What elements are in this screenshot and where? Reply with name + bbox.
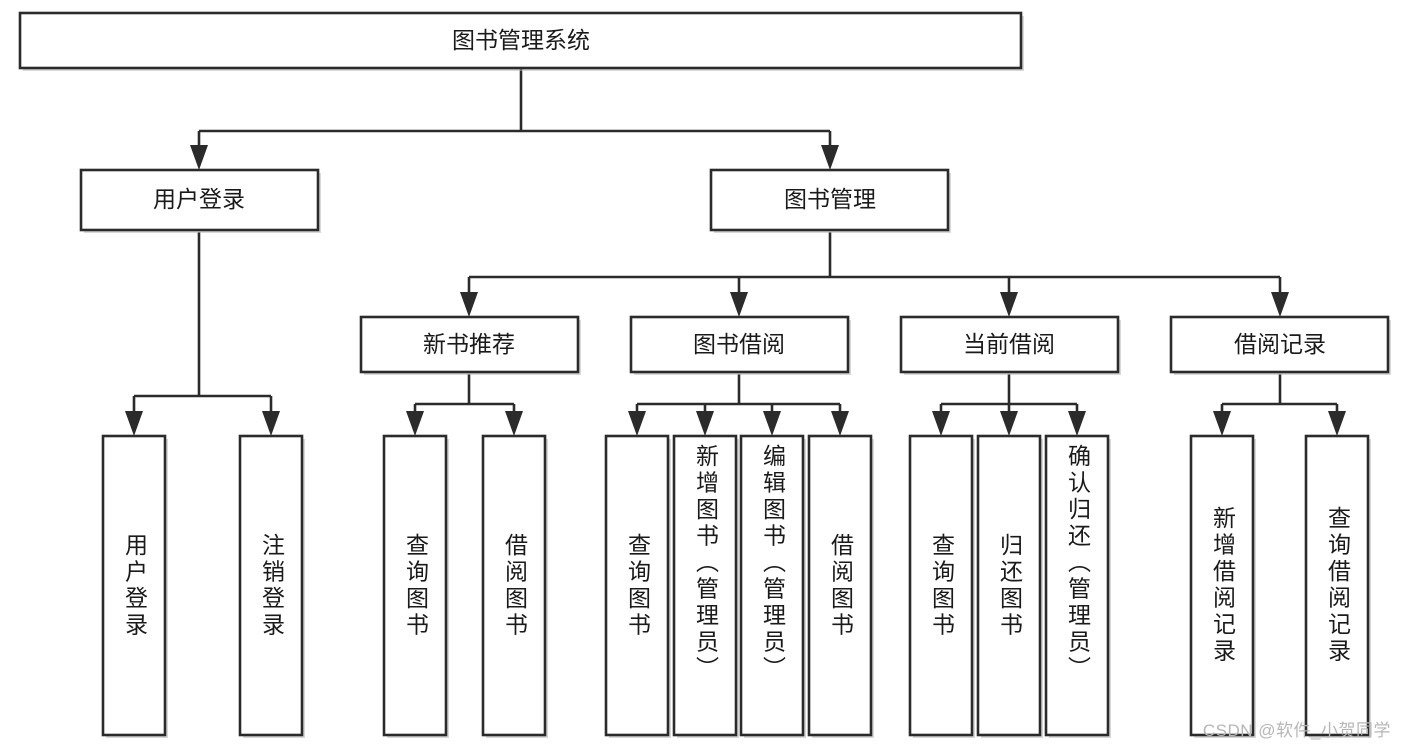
arrowhead-new-book-rec — [460, 292, 478, 317]
leaf-confirm-return-box[interactable] — [1044, 434, 1110, 737]
node-root[interactable]: 图书管理系统 — [18, 11, 1024, 71]
arrowhead-book-borrow — [730, 292, 748, 317]
arrowhead-leaf-logout — [262, 411, 280, 436]
csdn-watermark: CSDN @软件_小贺同学 — [1202, 721, 1391, 740]
leaf-borrow-book-1-box[interactable] — [481, 434, 547, 737]
leaf-query-book-3-box[interactable] — [908, 434, 974, 737]
node-book-borrow-label: 图书借阅 — [693, 331, 785, 357]
leaf-logout-box[interactable] — [238, 434, 304, 737]
node-root-box[interactable] — [18, 11, 1023, 70]
leaf-boxes-layer — [101, 434, 1371, 738]
arrowhead-leaf-borrow-book-1 — [505, 411, 523, 436]
leaf-user-login-box[interactable] — [101, 434, 167, 737]
arrowhead-leaf-add-book — [696, 411, 714, 436]
arrowhead-current-borrow — [1000, 292, 1018, 317]
arrowhead-leaf-user-login — [125, 411, 143, 436]
arrowhead-leaf-add-record — [1213, 411, 1231, 436]
arrowhead-leaf-query-record — [1328, 411, 1346, 436]
arrowhead-leaf-borrow-book-2 — [831, 411, 849, 436]
arrowhead-leaf-edit-book — [763, 411, 781, 436]
leaf-return-book-box[interactable] — [976, 434, 1042, 737]
leaf-add-record-box[interactable] — [1189, 434, 1255, 737]
node-borrow-record[interactable]: 借阅记录 — [1169, 315, 1391, 375]
leaf-edit-book-box[interactable] — [739, 434, 805, 737]
node-book-borrow[interactable]: 图书借阅 — [629, 315, 851, 375]
node-user-login-label: 用户登录 — [153, 186, 245, 212]
node-borrow-record-label: 借阅记录 — [1234, 331, 1326, 357]
leaf-borrow-book-2-box[interactable] — [807, 434, 873, 737]
node-current-borrow-label: 当前借阅 — [963, 331, 1055, 357]
node-current-borrow[interactable]: 当前借阅 — [899, 315, 1121, 375]
leaf-add-book-box[interactable] — [672, 434, 738, 737]
node-new-book-rec-label: 新书推荐 — [423, 331, 515, 357]
arrowhead-leaf-query-book-1 — [406, 411, 424, 436]
leaf-query-record-box[interactable] — [1304, 434, 1370, 737]
arrowhead-leaf-return-book — [1000, 411, 1018, 436]
node-borrow-record-box[interactable] — [1169, 315, 1390, 374]
node-user-login-box[interactable] — [79, 168, 320, 232]
node-root-label: 图书管理系统 — [452, 27, 590, 53]
connector-layer — [125, 68, 1346, 436]
node-book-manage-box[interactable] — [709, 168, 950, 232]
node-new-book-rec[interactable]: 新书推荐 — [359, 315, 581, 375]
node-book-manage-label: 图书管理 — [784, 186, 876, 212]
node-current-borrow-box[interactable] — [899, 315, 1120, 374]
arrowhead-leaf-confirm-return — [1068, 411, 1086, 436]
node-book-manage[interactable]: 图书管理 — [709, 168, 951, 233]
arrowhead-book-manage — [821, 145, 839, 170]
arrowhead-leaf-query-book-2 — [628, 411, 646, 436]
node-new-book-rec-box[interactable] — [359, 315, 580, 374]
node-user-login[interactable]: 用户登录 — [79, 168, 321, 233]
arrowhead-borrow-record — [1271, 292, 1289, 317]
arrowhead-user-login — [190, 145, 208, 170]
leaf-query-book-1-box[interactable] — [382, 434, 448, 737]
node-book-borrow-box[interactable] — [629, 315, 850, 374]
leaf-query-book-2-box[interactable] — [604, 434, 670, 737]
arrowhead-leaf-query-book-3 — [932, 411, 950, 436]
